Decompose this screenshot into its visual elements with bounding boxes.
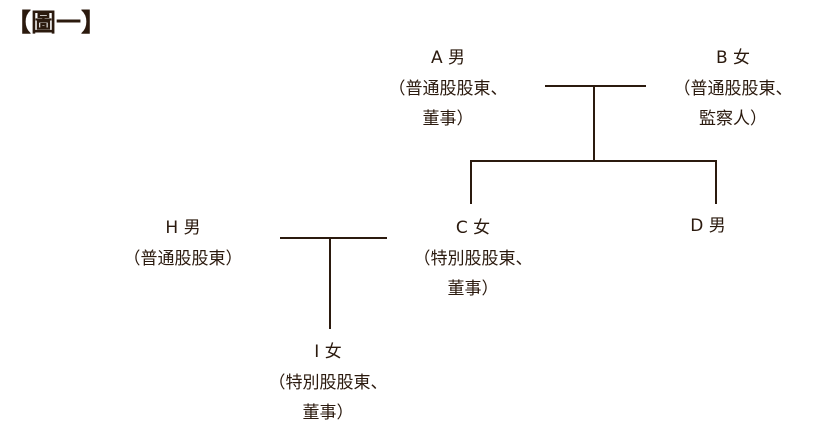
person-a-role-cont: 董事） bbox=[422, 109, 474, 129]
person-c-role-cont: 董事） bbox=[447, 279, 499, 299]
person-i-role-cont: 董事） bbox=[302, 403, 354, 423]
person-h-role: （普通股股東） bbox=[123, 248, 243, 269]
person-h-name: H 男 bbox=[165, 218, 201, 238]
person-a: A 男 （普通股股東、 董事） bbox=[389, 43, 508, 135]
person-b-name: B 女 bbox=[715, 48, 751, 68]
person-c-name: C 女 bbox=[455, 218, 491, 238]
person-b: B 女 （普通股股東、 監察人） bbox=[674, 43, 793, 135]
person-b-role-cont: 監察人） bbox=[699, 109, 767, 129]
person-b-role: （普通股股東、 bbox=[673, 78, 793, 99]
person-i-role: （特別股股東、 bbox=[268, 372, 388, 393]
person-h: H 男 （普通股股東） bbox=[124, 213, 243, 274]
person-c: C 女 （特別股股東、 董事） bbox=[414, 213, 533, 305]
person-i-name: I 女 bbox=[314, 342, 342, 362]
person-d: D 男 bbox=[690, 211, 726, 242]
person-d-name: D 男 bbox=[690, 216, 726, 236]
person-a-role: （普通股股東、 bbox=[388, 78, 508, 99]
person-a-name: A 男 bbox=[430, 48, 466, 68]
person-c-role: （特別股股東、 bbox=[413, 248, 533, 269]
figure-title: 【圖一】 bbox=[6, 8, 107, 37]
person-i: I 女 （特別股股東、 董事） bbox=[269, 337, 388, 429]
